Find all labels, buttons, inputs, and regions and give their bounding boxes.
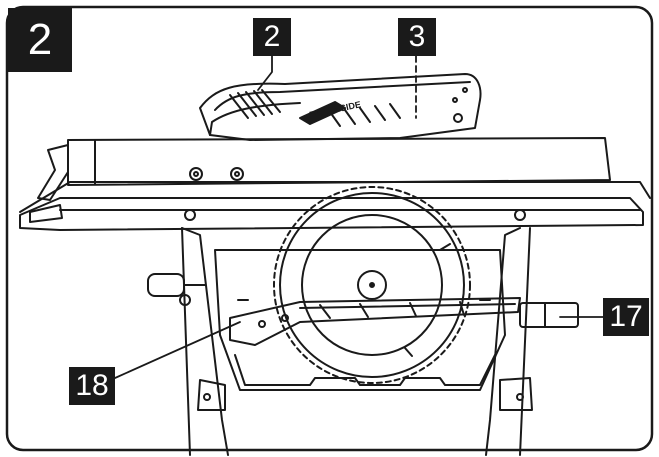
callout-blade-guard: 3: [398, 18, 436, 56]
lower-housing: [214, 249, 506, 391]
figure-frame: [5, 5, 654, 452]
leader-line-2: [257, 55, 273, 91]
rip-fence: [37, 137, 611, 201]
rip-fence-tube: [519, 302, 579, 328]
saw-blade: [273, 186, 471, 384]
callout-rip-fence-storage: 17: [603, 298, 649, 336]
blade-height-knob: [147, 273, 206, 306]
callout-miter-gauge-storage: 18: [69, 367, 115, 405]
miter-gauge-bar: [229, 297, 521, 346]
callout-motor: 2: [253, 18, 291, 56]
leader-line-18: [114, 321, 241, 379]
saw-table: [19, 181, 651, 231]
figure-number: 2: [8, 8, 72, 72]
motor-housing: [199, 73, 482, 141]
stand-legs: [181, 227, 533, 456]
